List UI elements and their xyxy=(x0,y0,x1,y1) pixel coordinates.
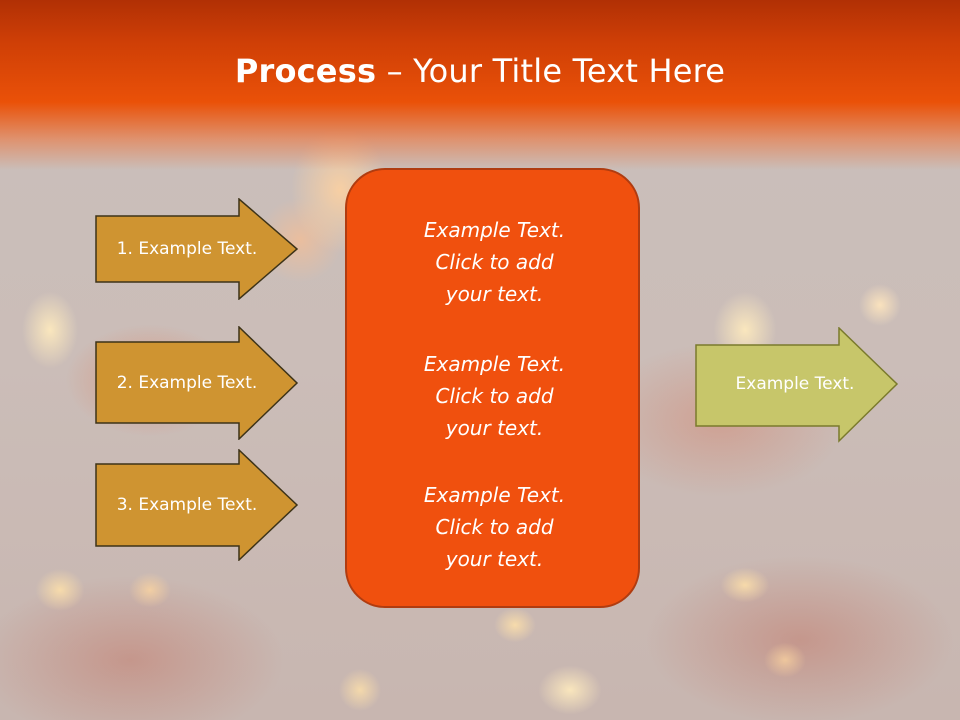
arrow-shape xyxy=(95,449,299,561)
center-line: your text. xyxy=(445,547,544,571)
center-paragraph-1: Example Text. Click to add your text. xyxy=(347,214,642,310)
center-line: Click to add xyxy=(435,250,554,274)
title-rest-text: – Your Title Text Here xyxy=(376,52,726,90)
center-text-box[interactable]: Example Text. Click to add your text. Ex… xyxy=(345,168,640,608)
process-step-arrow-1[interactable]: 1. Example Text. xyxy=(95,198,299,300)
arrow-shape xyxy=(95,198,299,300)
slide-title[interactable]: Process – Your Title Text Here xyxy=(0,52,960,90)
arrow-shape xyxy=(695,327,899,443)
center-line: Example Text. xyxy=(423,483,566,507)
center-line: Click to add xyxy=(435,384,554,408)
center-paragraph-3: Example Text. Click to add your text. xyxy=(347,479,642,575)
center-line: Click to add xyxy=(435,515,554,539)
process-step-label: 2. Example Text. xyxy=(116,373,258,393)
result-label: Example Text. xyxy=(735,374,855,394)
center-paragraph-2: Example Text. Click to add your text. xyxy=(347,348,642,444)
center-line: Example Text. xyxy=(423,352,566,376)
process-step-arrow-2[interactable]: 2. Example Text. xyxy=(95,326,299,440)
arrow-shape xyxy=(95,326,299,440)
title-bold-text: Process xyxy=(234,52,377,90)
process-step-arrow-3[interactable]: 3. Example Text. xyxy=(95,449,299,561)
title-band xyxy=(0,0,960,170)
center-line: your text. xyxy=(445,416,544,440)
process-step-label: 1. Example Text. xyxy=(116,239,258,259)
center-line: Example Text. xyxy=(423,218,566,242)
result-arrow[interactable]: Example Text. xyxy=(695,327,899,443)
center-line: your text. xyxy=(445,282,544,306)
process-step-label: 3. Example Text. xyxy=(116,495,258,515)
